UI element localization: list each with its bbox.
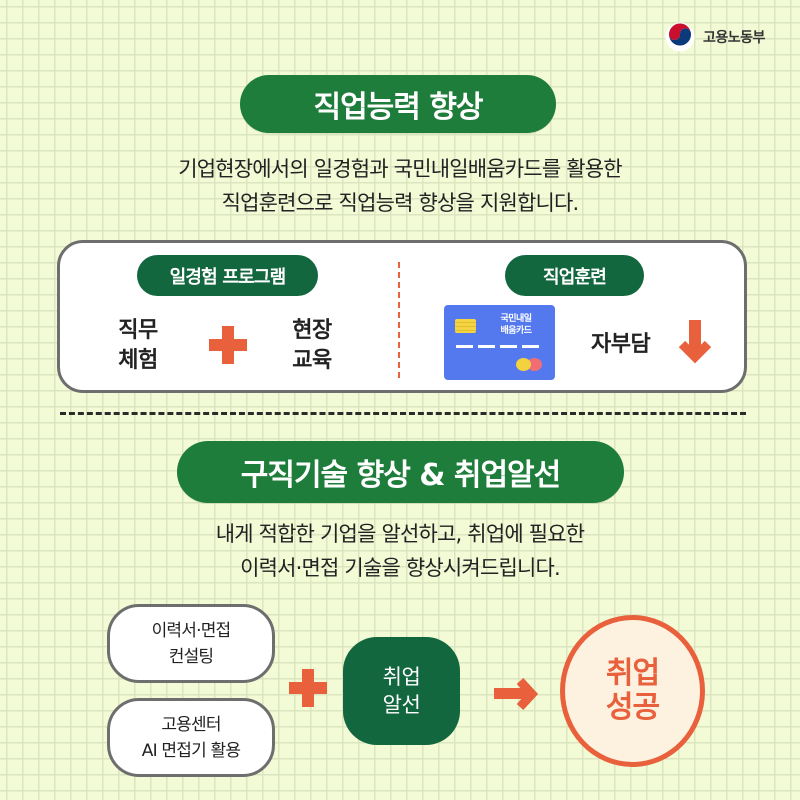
item-job-experience: 직무 체험: [108, 316, 168, 376]
employment-success-circle: 취업 성공: [560, 615, 705, 767]
service-resume-interview-consulting: 이력서·면접 컨설팅: [107, 604, 275, 683]
service-ai-interview: 고용센터 AI 면접기 활용: [107, 698, 275, 777]
taegeuk-logo-icon: [665, 22, 695, 52]
card-number-lines: [456, 345, 539, 348]
tag-label: 직업훈련: [542, 266, 607, 288]
description-line: 직업훈련으로 직업능력 향상을 지원합니다.: [221, 191, 580, 215]
tag-vocational-training: 직업훈련: [505, 255, 644, 296]
service-line: 고용센터: [161, 714, 221, 735]
job-placement-box: 취업 알선: [343, 637, 460, 745]
credit-card-icon: 국민내일 배움카드: [444, 305, 555, 380]
service-line: AI 면접기 활용: [141, 740, 241, 761]
ministry-name: 고용노동부: [703, 30, 765, 46]
service-line: 컨설팅: [168, 646, 214, 667]
card-brand-icon: [516, 358, 546, 371]
result-line: 성공: [605, 690, 660, 725]
section-title-text: 직업능력 향상: [313, 90, 483, 125]
tag-work-experience-program: 일경험 프로그램: [137, 255, 318, 296]
description-line: 이력서·면접 기술을 향상시켜드립니다.: [240, 556, 561, 580]
arrow-down-icon: [678, 320, 712, 364]
arrow-right-icon: [494, 677, 539, 711]
vertical-divider: [398, 262, 400, 378]
card-chip-icon: [455, 319, 476, 333]
description-line: 기업현장에서의 일경험과 국민내일배움카드를 활용한: [178, 157, 622, 181]
item-line: 체험: [118, 348, 158, 373]
placement-line: 알선: [382, 693, 421, 717]
item-line: 현장: [292, 318, 332, 343]
section2-description: 내게 적합한 기업을 알선하고, 취업에 필요한 이력서·면접 기술을 향상시켜…: [0, 517, 800, 585]
item-line: 교육: [292, 348, 332, 373]
section1-description: 기업현장에서의 일경험과 국민내일배움카드를 활용한 직업훈련으로 직업능력 향…: [0, 152, 800, 220]
result-line: 취업: [605, 656, 660, 691]
section-divider: [60, 412, 746, 415]
card-label-line: 배움카드: [500, 326, 532, 336]
item-field-training: 현장 교육: [282, 316, 342, 376]
placement-line: 취업: [382, 665, 421, 689]
plus-icon: [209, 326, 247, 364]
item-line: 직무: [118, 318, 158, 343]
section-title-text: 구직기술 향상 & 취업알선: [240, 458, 561, 493]
plus-icon: [289, 669, 327, 707]
service-line: 이력서·면접: [151, 620, 232, 641]
card-label: 국민내일 배움카드: [491, 313, 541, 337]
self-payment-label: 자부담: [591, 332, 651, 357]
tag-label: 일경험 프로그램: [169, 266, 287, 288]
section-title-skill-improvement: 직업능력 향상: [240, 75, 556, 133]
section-title-job-skills: 구직기술 향상 & 취업알선: [177, 441, 624, 503]
card-label-line: 국민내일: [500, 314, 532, 324]
ministry-logo: 고용노동부: [665, 22, 765, 52]
description-line: 내게 적합한 기업을 알선하고, 취업에 필요한: [215, 522, 585, 546]
